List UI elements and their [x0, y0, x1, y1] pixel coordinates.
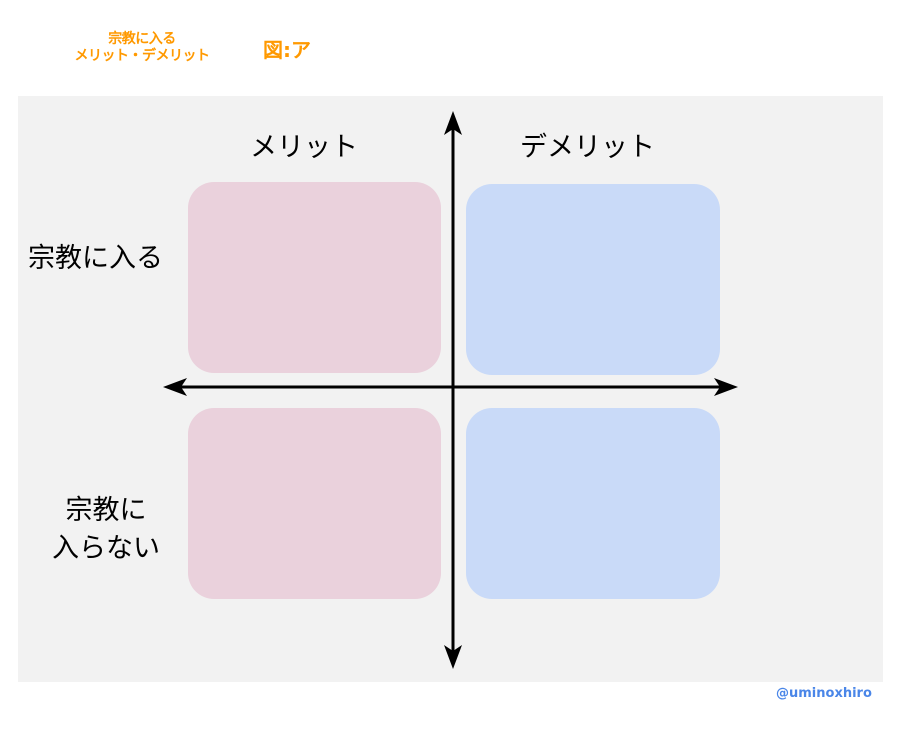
subtitle-line-2: メリット・デメリット: [74, 48, 211, 64]
quadrant-demerit-join: [466, 184, 720, 375]
row-label-not-join-line-2: 入らない: [52, 533, 160, 564]
horizontal-axis-arrow-icon: [163, 378, 738, 396]
column-label-demerit: デメリット: [520, 132, 655, 163]
figure-label: 図:ア: [263, 38, 311, 62]
diagram-panel: [18, 96, 883, 682]
row-label-join-line-1: 宗教に入る: [28, 243, 163, 274]
vertical-axis-arrow-icon: [444, 111, 462, 669]
diagram-subtitle: 宗教に入る メリット・デメリット: [62, 31, 222, 65]
row-label-not-join-line-1: 宗教に: [65, 495, 147, 526]
author-watermark: @uminoxhiro: [776, 686, 872, 701]
row-label-not-join: 宗教に 入らない: [52, 492, 160, 568]
subtitle-line-1: 宗教に入る: [108, 31, 176, 47]
row-label-join: 宗教に入る: [28, 240, 163, 278]
quadrant-merit-join: [188, 182, 441, 373]
column-label-merit: メリット: [250, 132, 358, 163]
quadrant-merit-not-join: [188, 408, 441, 599]
quadrant-demerit-not-join: [466, 408, 720, 599]
